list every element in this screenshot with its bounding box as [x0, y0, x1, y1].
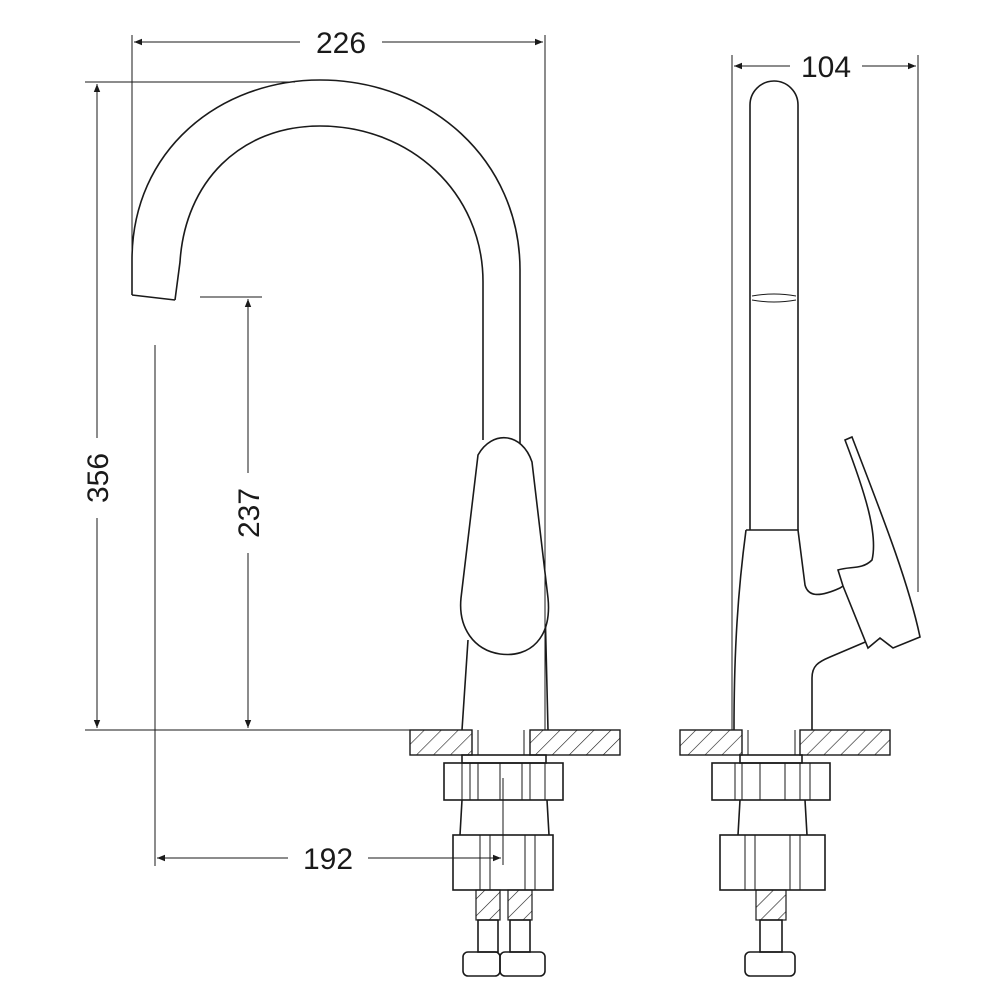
dimension-label-192: 192	[303, 843, 353, 876]
supply-hoses	[462, 889, 546, 977]
lever-handle	[459, 437, 550, 656]
dimension-237: 237	[200, 296, 266, 728]
countertop-section-side	[679, 729, 891, 756]
side-view	[679, 80, 921, 977]
countertop-section	[409, 729, 621, 756]
dimension-356: 356	[80, 81, 410, 731]
front-view	[131, 79, 621, 977]
dimension-192: 192	[154, 345, 501, 876]
lever-handle-side	[837, 435, 921, 650]
mounting-nut	[443, 754, 564, 891]
dimension-104: 104	[731, 48, 919, 730]
dimension-label-104: 104	[801, 51, 851, 84]
dimension-label-237: 237	[233, 488, 266, 538]
spout-tube-side	[749, 80, 799, 530]
supply-hose-side	[744, 889, 796, 977]
dimension-label-356: 356	[82, 453, 115, 503]
faucet-body-side	[733, 529, 871, 731]
spout	[131, 79, 521, 445]
mounting-nut-side	[711, 754, 831, 891]
dimension-226: 226	[131, 24, 546, 730]
dimension-label-226: 226	[316, 27, 366, 60]
